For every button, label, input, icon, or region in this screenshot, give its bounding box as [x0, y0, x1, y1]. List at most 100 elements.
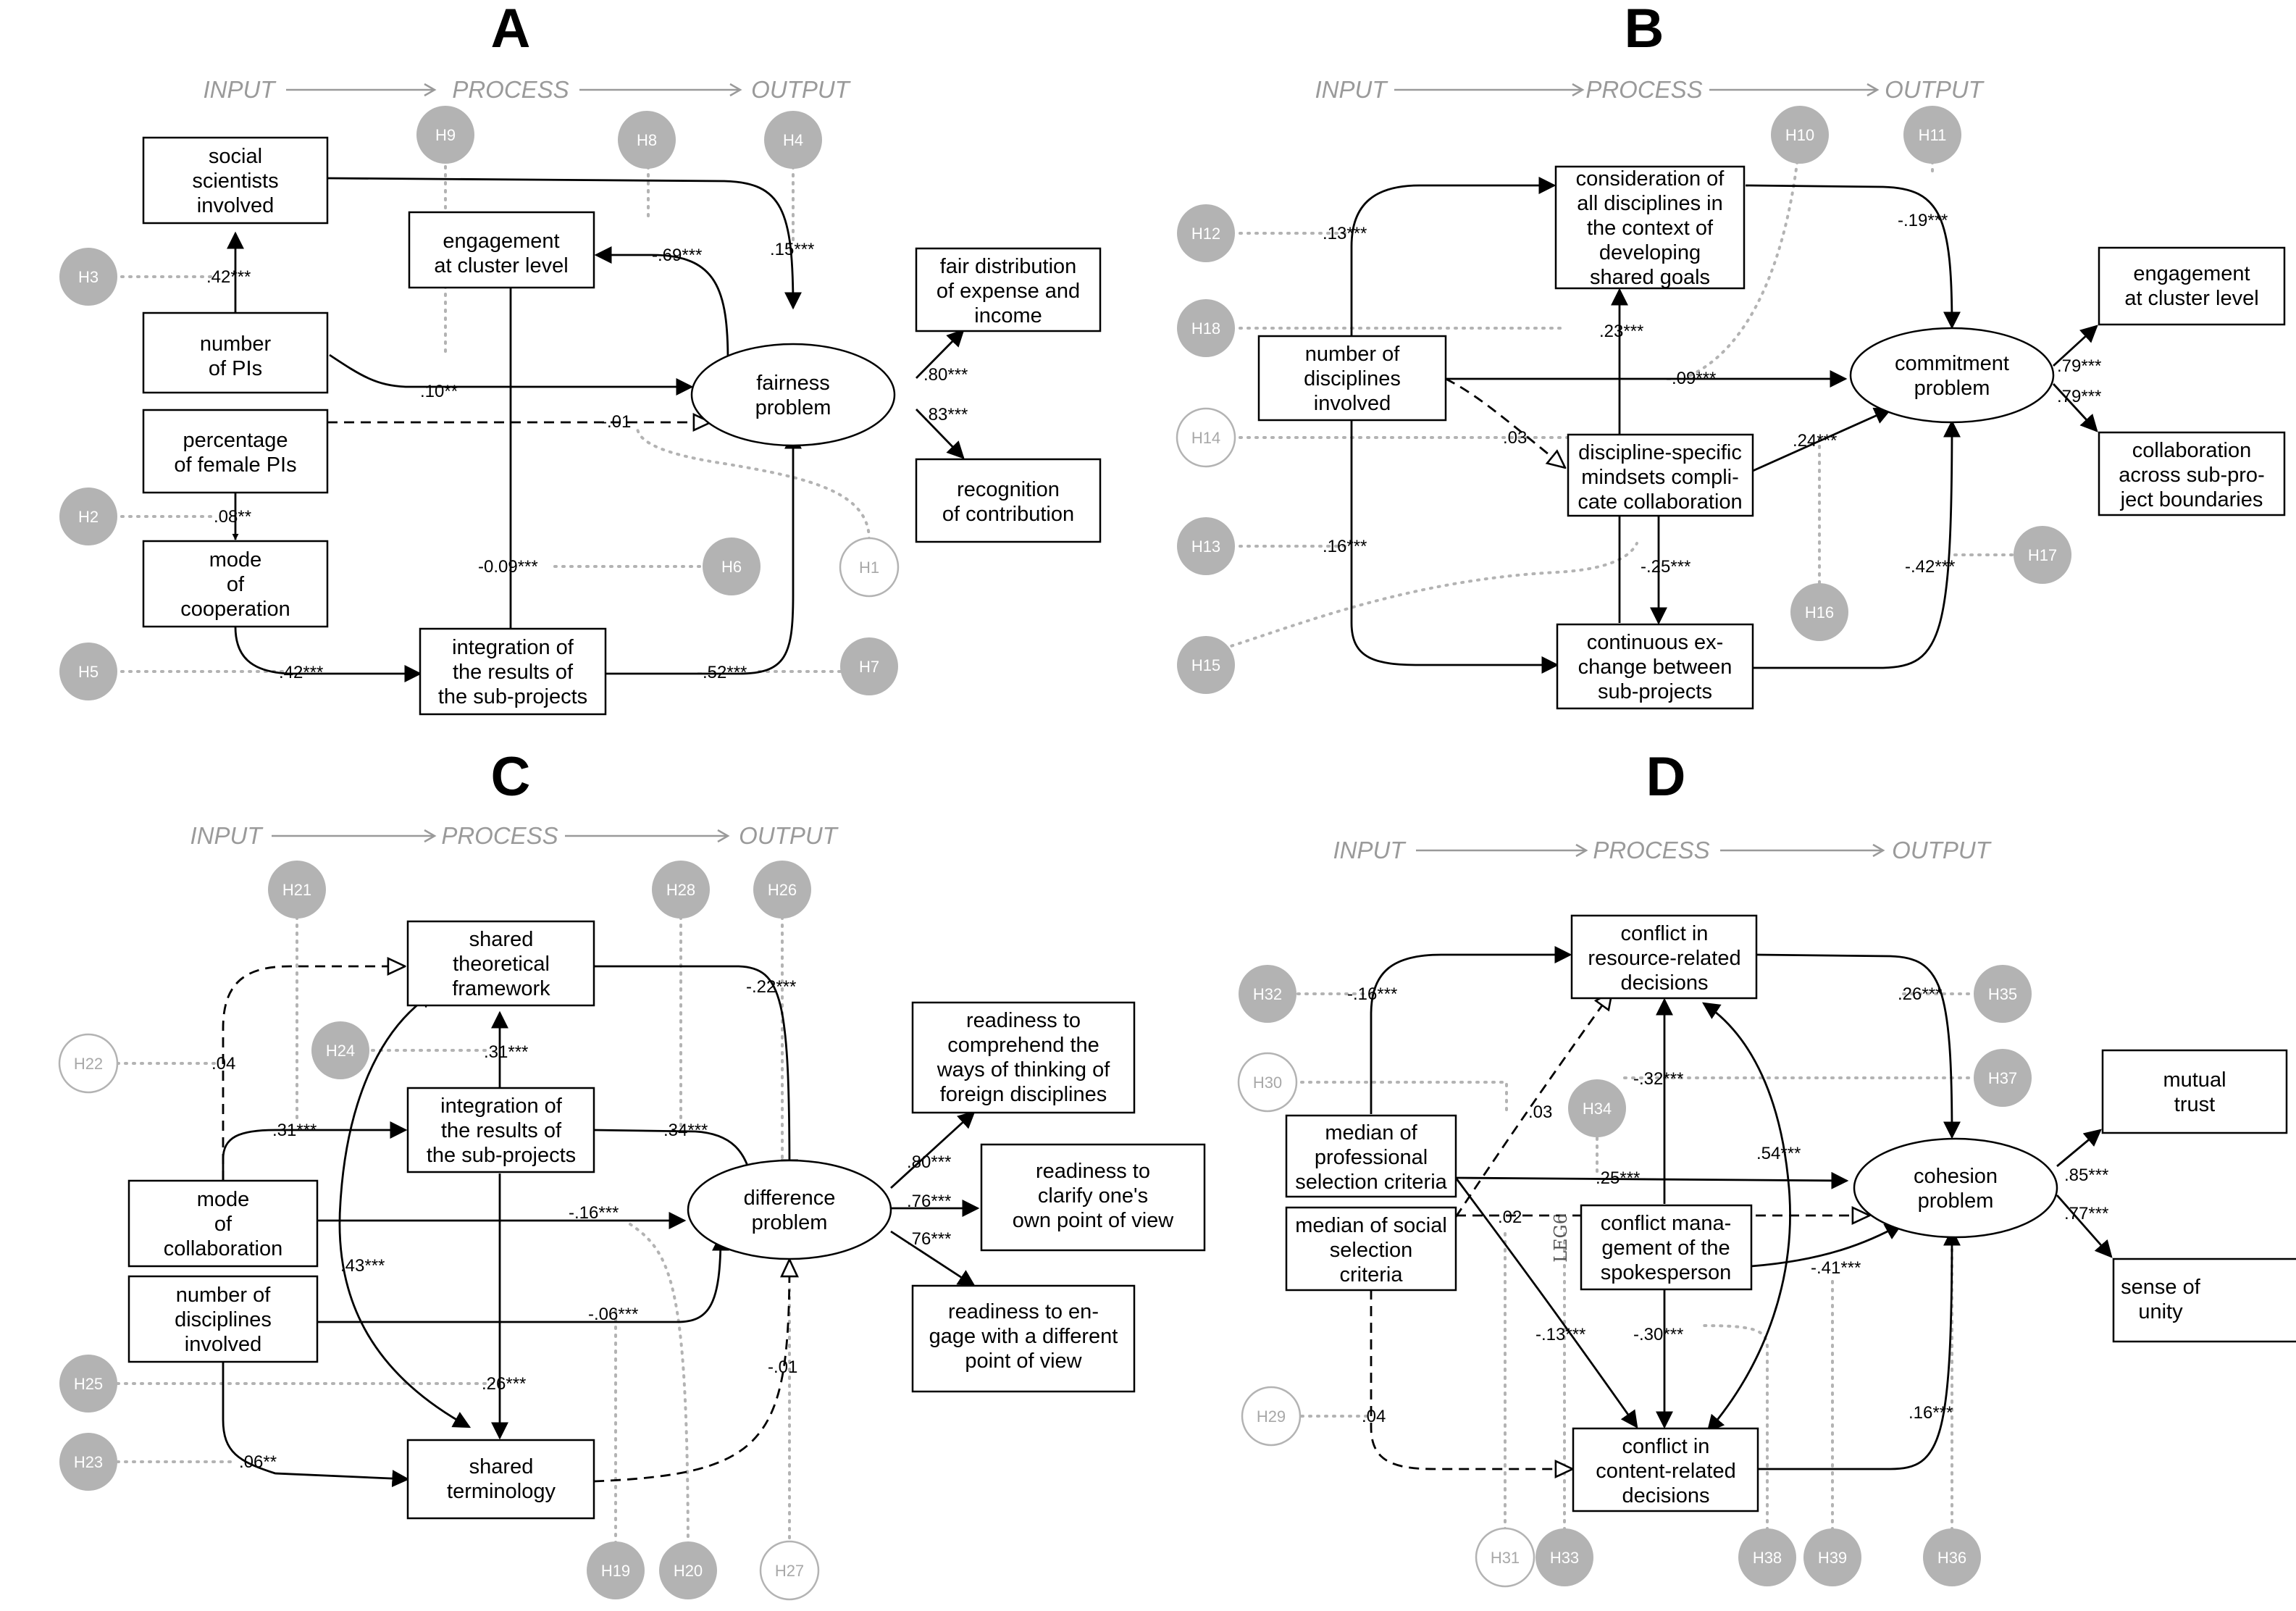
d-h36: H36: [1923, 1528, 1981, 1586]
a-coef-integration-fairness: -.52***: [697, 663, 747, 682]
panel-b-flow-output: OUTPUT: [1885, 76, 1985, 103]
a-coef-female-fairness: -.01: [601, 412, 631, 432]
svg-text:H38: H38: [1753, 1549, 1782, 1567]
a-ellipse-line1: fairness: [756, 372, 830, 395]
a-h1: H1: [839, 537, 900, 598]
svg-text:H13: H13: [1191, 537, 1220, 556]
panel-c-letter: C: [491, 746, 531, 808]
a-h9: H9: [416, 106, 474, 164]
a-social-line3: involved: [197, 194, 274, 217]
c-h22: H22: [58, 1033, 119, 1094]
b-h17: H17: [2014, 526, 2071, 584]
d-h31: H31: [1475, 1527, 1535, 1588]
svg-text:.06**: .06**: [239, 1452, 277, 1472]
svg-text:H7: H7: [859, 658, 879, 676]
d-h32: H32: [1239, 965, 1296, 1023]
a-fair-line2: of expense and: [937, 280, 1080, 303]
d-h33: H33: [1535, 1528, 1593, 1586]
svg-text:.31***: .31***: [484, 1042, 528, 1062]
svg-text:-.01: -.01: [768, 1357, 797, 1377]
a-female-line2: of female PIs: [174, 453, 296, 477]
svg-text:H4: H4: [783, 131, 803, 149]
svg-text:-.13***: -.13***: [1535, 1325, 1585, 1344]
b-h16: H16: [1790, 583, 1848, 641]
svg-text:H29: H29: [1257, 1407, 1286, 1426]
a-female-line1: percentage: [183, 429, 288, 452]
svg-text:.76***: .76***: [907, 1229, 951, 1249]
a-coef-fairness-recognition: .83***: [923, 405, 968, 424]
a-ellipse-line2: problem: [755, 396, 831, 419]
a-recognition-line1: recognition: [957, 478, 1060, 501]
svg-text:-.32***: -.32***: [1633, 1069, 1683, 1089]
panel-b-flow-header: INPUT PROCESS OUTPUT: [1315, 76, 1985, 103]
svg-text:H9: H9: [435, 126, 456, 144]
svg-text:H11: H11: [1919, 126, 1947, 144]
svg-text:H33: H33: [1550, 1549, 1579, 1567]
svg-text:H28: H28: [666, 881, 695, 899]
a-number-line1: number: [200, 332, 272, 356]
a-coef-fairness-engagement: -.69***: [652, 246, 702, 265]
a-fair-line3: income: [974, 304, 1042, 327]
c-h19: H19: [587, 1541, 645, 1599]
svg-text:H25: H25: [74, 1375, 103, 1393]
a-coef-number-social: .42***: [206, 267, 251, 287]
svg-text:H18: H18: [1191, 319, 1220, 338]
svg-text:H20: H20: [674, 1562, 703, 1580]
d-coefficients: -.16*** .26*** .03 -.32*** .54*** -.25**…: [1347, 984, 2108, 1426]
b-h11: H11: [1903, 106, 1961, 164]
panel-d-letter: D: [1646, 746, 1686, 808]
svg-text:.79***: .79***: [2057, 387, 2101, 406]
svg-text:-.41***: -.41***: [1811, 1258, 1861, 1278]
b-h12: H12: [1177, 204, 1235, 262]
svg-text:-.25***: -.25***: [1590, 1168, 1640, 1188]
svg-text:-.19***: -.19***: [1898, 211, 1948, 230]
svg-text:H5: H5: [78, 663, 99, 681]
panel-a: A INPUT PROCESS OUTPUT: [59, 0, 1102, 716]
c-h27: H27: [759, 1540, 820, 1601]
svg-text:-.25***: -.25***: [1641, 557, 1690, 577]
svg-text:H21: H21: [282, 881, 311, 899]
a-recognition-line2: of contribution: [942, 503, 1074, 526]
svg-text:-.09***: -.09***: [1666, 369, 1716, 388]
panel-d-flow-output: OUTPUT: [1892, 837, 1993, 863]
svg-text:H23: H23: [74, 1453, 103, 1471]
panel-c-flow-process: PROCESS: [441, 822, 558, 849]
panel-b-letter: B: [1625, 0, 1664, 59]
svg-text:H31: H31: [1491, 1549, 1520, 1567]
d-h38: H38: [1738, 1528, 1796, 1586]
a-integration-line2: the results of: [453, 661, 574, 684]
svg-text:.04: .04: [211, 1054, 235, 1074]
b-coefficients: .13*** -.19*** .23*** -.09*** .03 .24***…: [1323, 211, 2101, 577]
svg-text:.13***: .13***: [1323, 224, 1367, 243]
svg-text:H1: H1: [859, 558, 879, 577]
svg-text:-.34***: -.34***: [658, 1121, 708, 1140]
svg-text:H10: H10: [1785, 126, 1814, 144]
